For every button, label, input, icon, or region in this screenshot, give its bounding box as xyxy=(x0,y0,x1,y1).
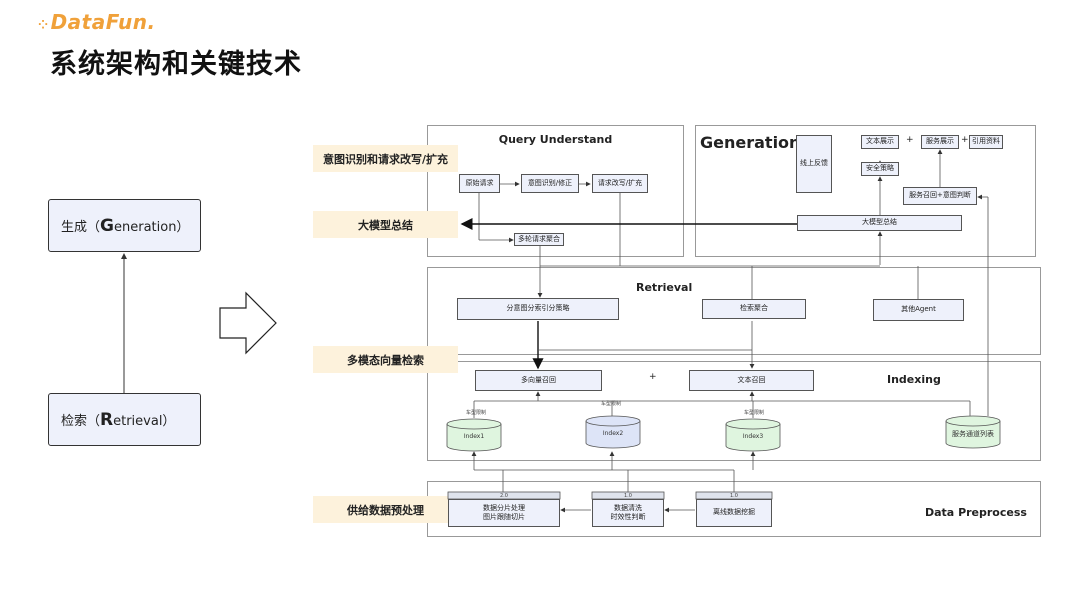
label-query-rewrite: 意图识别和请求改写/扩充 xyxy=(313,145,458,172)
node-offline-mining: 离线数据挖掘 xyxy=(696,499,772,527)
node-data-slice: 数据分片处理 图片跟随切片 xyxy=(448,499,560,527)
retrieval-letter: R xyxy=(100,409,114,430)
node-intent-fix: 意图识别/修正 xyxy=(521,174,579,193)
node-rewrite: 请求改写/扩充 xyxy=(592,174,648,193)
plus-sign-1: + xyxy=(906,135,914,145)
retrieval-rest: etrieval） xyxy=(113,414,176,429)
cylinder-service-list xyxy=(945,415,1001,449)
node-split-strategy: 分意图分索引分策略 xyxy=(457,298,619,320)
cylinder-index2 xyxy=(585,415,641,449)
label-llm-summary: 大模型总结 xyxy=(313,211,458,238)
page-title: 系统架构和关键技术 xyxy=(50,49,302,80)
logo-dots-icon: ⁘ xyxy=(38,18,49,32)
slice-line2: 图片跟随切片 xyxy=(483,513,525,521)
version-clean: 1.0 xyxy=(624,493,632,499)
clean-line1: 数据清洗 xyxy=(614,503,642,512)
plus-sign-3: + xyxy=(649,372,657,382)
generation-prefix: 生成（ xyxy=(61,220,101,235)
version-mining: 1.0 xyxy=(730,493,738,499)
label-service-list: 服务通道列表 xyxy=(952,430,994,438)
node-online-feedback: 线上反馈 xyxy=(796,135,832,193)
cylinder-index1 xyxy=(446,418,502,452)
version-slice: 2.0 xyxy=(500,493,508,499)
node-safety: 安全策略 xyxy=(861,162,899,176)
node-multi-turn: 多轮请求聚合 xyxy=(514,233,564,246)
node-service-display: 服务展示 xyxy=(921,135,959,149)
cylinder-index3 xyxy=(725,418,781,452)
generation-letter: G xyxy=(100,215,114,236)
preprocess-title: Data Preprocess xyxy=(925,506,1027,519)
node-other-agent: 其他Agent xyxy=(873,299,964,321)
tag-index2: 车型限制 xyxy=(601,401,622,407)
indexing-title: Indexing xyxy=(887,373,941,386)
node-raw-request: 原始请求 xyxy=(459,174,500,193)
retrieval-title: Retrieval xyxy=(636,281,693,294)
node-multi-vector: 多向量召回 xyxy=(475,370,602,391)
logo-text: DataFun. xyxy=(50,10,156,34)
node-gen-llm-summary: 大模型总结 xyxy=(797,215,962,231)
node-citation: 引用资料 xyxy=(969,135,1003,149)
retrieval-prefix: 检索（ xyxy=(61,414,101,429)
query-understand-title: Query Understand xyxy=(498,133,613,146)
label-index2: Index2 xyxy=(602,429,624,437)
tag-index3: 车型限制 xyxy=(744,410,765,416)
plus-sign-2: + xyxy=(961,135,969,145)
label-data-preprocess: 供给数据预处理 xyxy=(313,496,458,523)
label-index3: Index3 xyxy=(742,432,764,440)
slice-line1: 数据分片处理 xyxy=(483,503,525,512)
label-index1: Index1 xyxy=(463,432,485,440)
clean-line2: 时效性判断 xyxy=(610,513,646,521)
tag-index1: 车型限制 xyxy=(466,410,487,416)
node-data-clean: 数据清洗 时效性判断 xyxy=(592,499,664,527)
label-multimodal-retrieval: 多模态向量检索 xyxy=(313,346,458,373)
generation-rest: eneration） xyxy=(113,220,190,235)
datafun-logo: ⁘DataFun. xyxy=(38,10,156,34)
node-service-recall: 服务召回+意图判断 xyxy=(903,187,977,205)
node-text-recall: 文本召回 xyxy=(689,370,814,391)
node-retrieval-agg: 检索聚合 xyxy=(702,299,806,319)
generation-title: Generation xyxy=(700,133,801,152)
node-text-display: 文本展示 xyxy=(861,135,899,149)
